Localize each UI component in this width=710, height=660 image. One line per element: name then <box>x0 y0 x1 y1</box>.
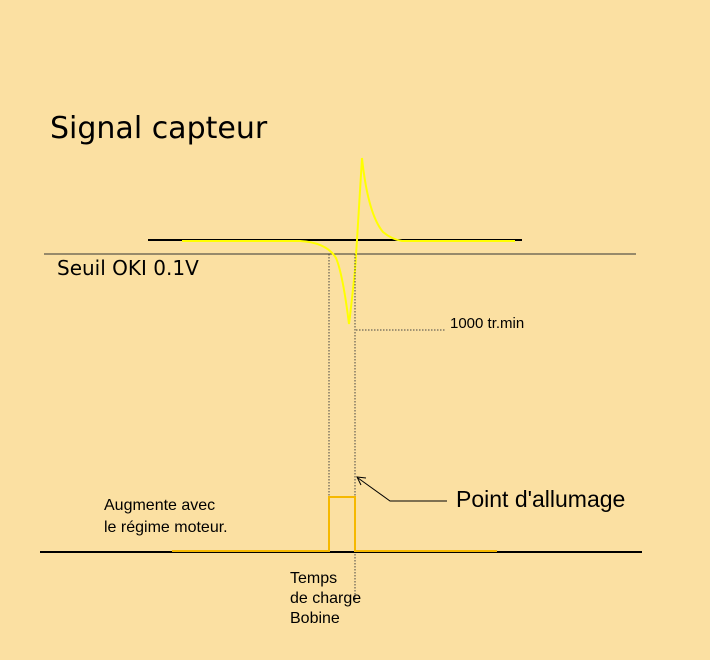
dwell-pulse <box>172 496 497 552</box>
dwell-note-line-1: Augmente avec <box>104 497 216 514</box>
coil-charge-line-2: de charge <box>290 590 362 607</box>
ignition-arrow <box>357 477 447 502</box>
ignition-arrowhead <box>356 476 367 486</box>
rpm-label: 1000 tr.min <box>450 315 525 332</box>
ignition-point-label: Point d'allumage <box>456 486 626 512</box>
sensor-signal-curve <box>182 157 515 325</box>
threshold-label: Seuil OKI 0.1V <box>57 256 199 280</box>
dwell-note-line-2: le régime moteur. <box>104 519 228 536</box>
dwell-note: Augmente avec le régime moteur. <box>104 495 228 539</box>
diagram-title: Signal capteur <box>50 111 268 146</box>
coil-charge-line-3: Bobine <box>290 610 340 627</box>
coil-charge-label: Temps de charge Bobine <box>290 569 361 629</box>
coil-charge-line-1: Temps <box>290 570 338 587</box>
